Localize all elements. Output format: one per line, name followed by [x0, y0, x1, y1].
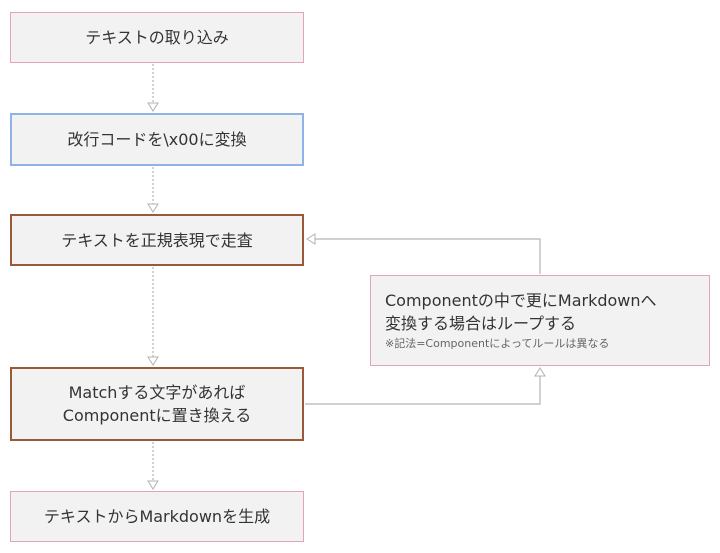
node-replace-newline: 改行コードを\x00に変換: [10, 113, 304, 166]
node-generate-markdown: テキストからMarkdownを生成: [10, 491, 304, 542]
arrowhead-back-to-scan-icon: [306, 233, 316, 245]
arrowhead-scan-icon: [147, 203, 159, 213]
node-import-text-label: テキストの取り込み: [85, 28, 229, 47]
arrowhead-loop-icon: [534, 367, 546, 377]
arrowhead-replace-icon: [147, 356, 159, 366]
node-generate-markdown-label: テキストからMarkdownを生成: [43, 507, 271, 526]
node-import-text: テキストの取り込み: [10, 12, 304, 63]
arrowhead-generate-icon: [147, 480, 159, 490]
edge-replace-to-loop: [305, 376, 541, 405]
node-loop-note: Componentの中で更にMarkdownへ 変換する場合はループする ※記法…: [370, 275, 710, 366]
node-loop-footnote: ※記法=Componentによってルールは異なる: [385, 336, 610, 350]
node-replace-newline-label: 改行コードを\x00に変換: [67, 130, 247, 149]
node-scan-regex-label: テキストを正規表現で走査: [61, 230, 253, 250]
node-scan-regex: テキストを正規表現で走査: [10, 214, 304, 266]
node-replace-match-line1: Matchする文字があれば: [68, 383, 246, 402]
node-loop-line1: Componentの中で更にMarkdownへ: [385, 290, 657, 310]
node-replace-match: Matchする文字があれば Componentに置き換える: [10, 367, 304, 441]
node-loop-line2: 変換する場合はループする: [385, 313, 577, 333]
arrowhead-newline-icon: [147, 102, 159, 112]
edge-loop-to-scan: [315, 238, 541, 274]
node-replace-match-line2: Componentに置き換える: [62, 406, 252, 425]
